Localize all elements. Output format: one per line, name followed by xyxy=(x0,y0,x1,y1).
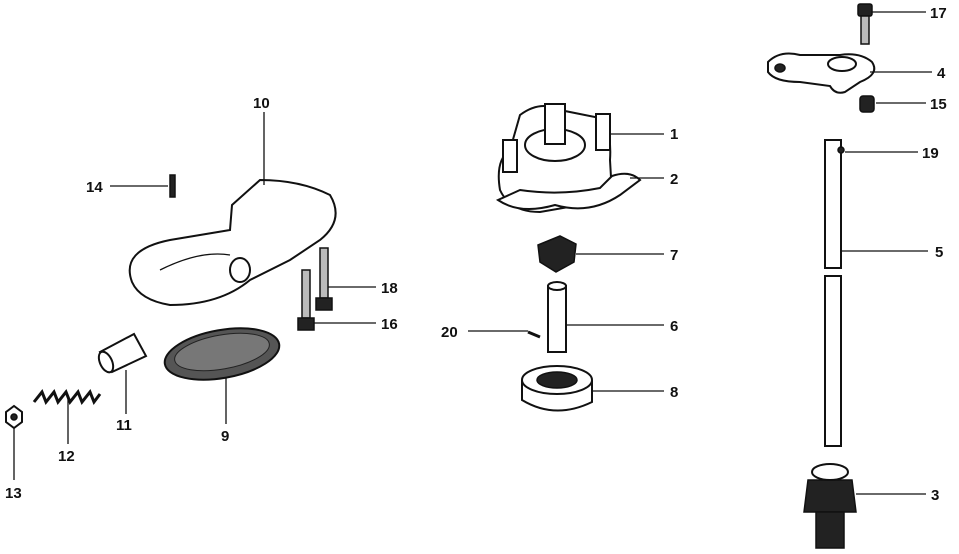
callout-5: 5 xyxy=(935,244,943,261)
callout-17: 17 xyxy=(930,5,947,22)
callout-19: 19 xyxy=(922,145,939,162)
callout-8: 8 xyxy=(670,384,678,401)
part-3-gear xyxy=(803,463,857,549)
callout-15: 15 xyxy=(930,96,947,113)
part-6-shaft xyxy=(547,281,567,353)
callout-2: 2 xyxy=(670,171,678,188)
part-11-valve xyxy=(97,332,148,374)
callout-7: 7 xyxy=(670,247,678,264)
part-18-bolt xyxy=(315,247,333,311)
part-9-screen xyxy=(163,327,281,381)
callout-6: 6 xyxy=(670,318,678,335)
part-7-rotor xyxy=(537,235,577,273)
callout-16: 16 xyxy=(381,316,398,333)
part-5-shaft xyxy=(824,139,845,447)
callout-10: 10 xyxy=(253,95,270,112)
part-14-pin xyxy=(169,174,176,198)
callout-12: 12 xyxy=(58,448,75,465)
callout-4: 4 xyxy=(937,65,946,82)
callout-18: 18 xyxy=(381,280,398,297)
part-13-nut xyxy=(5,404,23,430)
callout-13: 13 xyxy=(5,485,22,502)
callout-9: 9 xyxy=(221,428,229,445)
callout-14: 14 xyxy=(86,179,103,196)
callout-3: 3 xyxy=(931,487,939,504)
part-1-pump-body xyxy=(497,103,614,214)
part-17-bolt xyxy=(857,3,873,45)
leader-lines xyxy=(13,11,932,495)
part-2-gasket xyxy=(495,172,642,210)
part-10-strainer xyxy=(128,178,337,307)
callout-11: 11 xyxy=(116,417,132,434)
part-20-pin xyxy=(527,330,541,339)
part-15-bushing xyxy=(859,95,875,113)
part-12-spring xyxy=(32,389,102,406)
callout-20: 20 xyxy=(441,324,458,341)
callout-1: 1 xyxy=(670,126,678,143)
part-4-arm xyxy=(767,52,876,94)
part-8-outer-rotor xyxy=(521,365,593,412)
part-16-bolt xyxy=(297,269,315,331)
